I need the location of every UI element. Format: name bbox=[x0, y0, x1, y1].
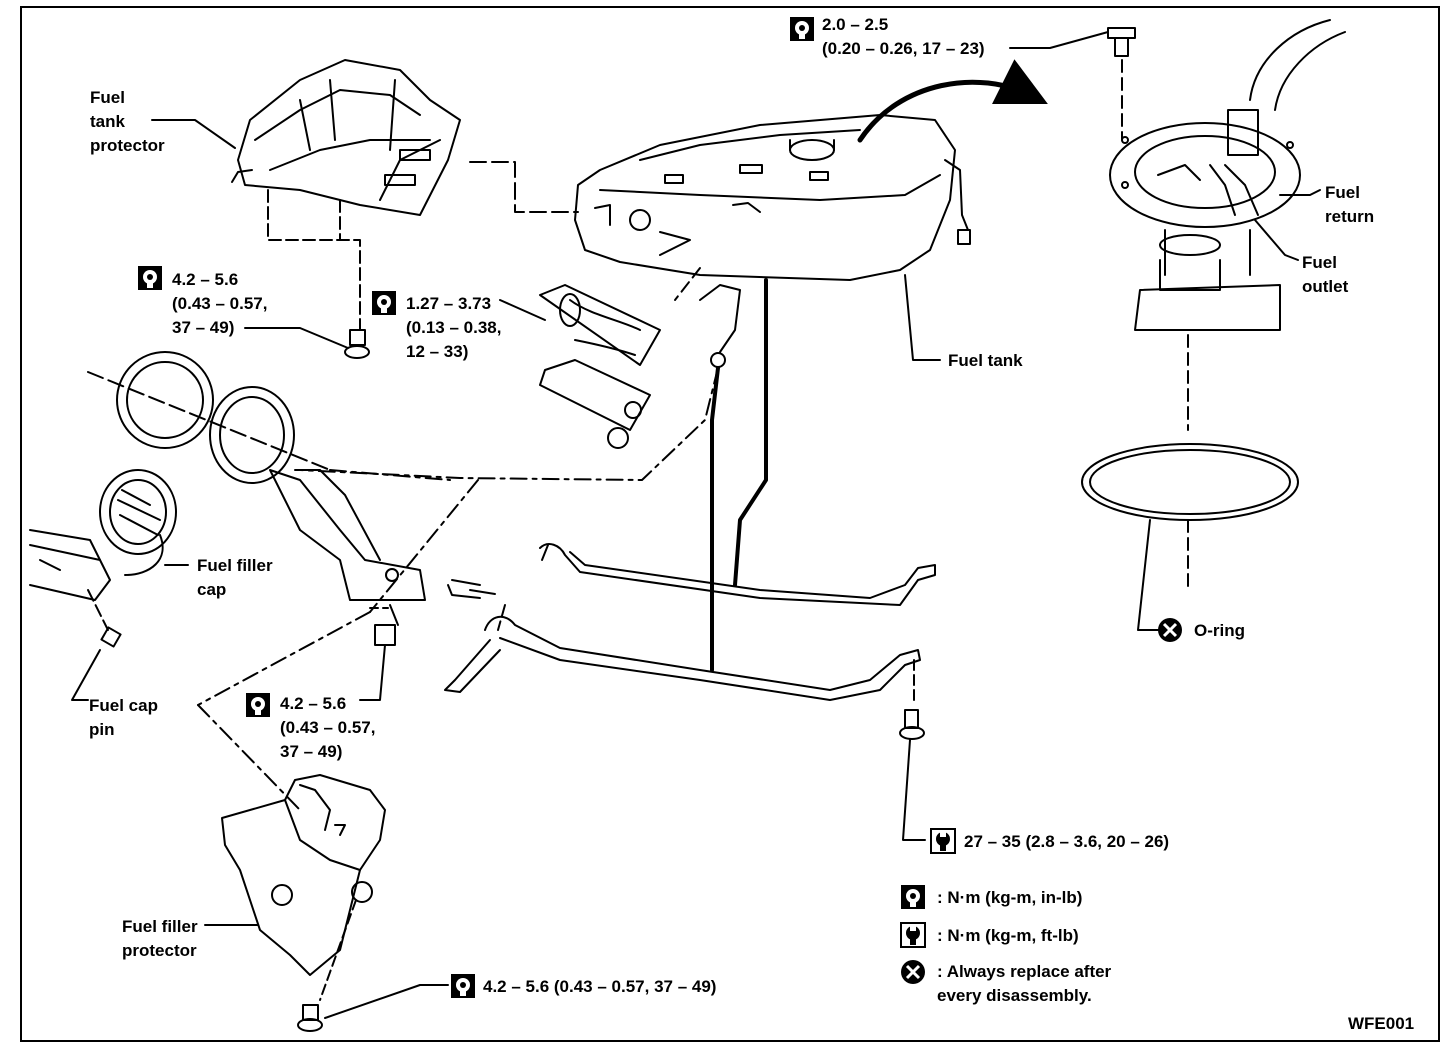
torque-wrench-in-lb-icon bbox=[789, 16, 815, 42]
o-ring-part bbox=[1081, 443, 1299, 521]
tank-strap-rear-part bbox=[539, 543, 936, 606]
always-replace-icon bbox=[1157, 617, 1183, 643]
legend-torque-wrench-in-lb-icon bbox=[900, 884, 926, 910]
torque-wrench-in-lb-icon bbox=[245, 692, 271, 718]
fuel-pump-unit-part bbox=[1109, 19, 1346, 331]
diagram-frame bbox=[20, 6, 1440, 1042]
legend-always-replace: : Always replace after every disassembly… bbox=[937, 962, 1112, 1005]
label-fuel-outlet: Fuel outlet bbox=[1302, 253, 1349, 296]
torque-wrench-ft-lb-icon bbox=[930, 828, 956, 854]
tank-strap-front-part bbox=[484, 615, 921, 701]
torque-spec-strap-bolt: 27 – 35 (2.8 – 3.6, 20 – 26) bbox=[964, 832, 1170, 851]
fuel-tank-protector-part bbox=[231, 59, 461, 216]
torque-spec-hose-clamp: 1.27 – 3.73 (0.13 – 0.38, 12 – 33) bbox=[406, 294, 502, 361]
fuel-filler-protector-part bbox=[221, 774, 386, 976]
bottom-bolt-part bbox=[297, 1004, 323, 1032]
protector-bolt-part bbox=[344, 329, 370, 359]
legend-always-replace-icon bbox=[900, 959, 926, 985]
torque-spec-protector-bolt: 4.2 – 5.6 (0.43 – 0.57, 37 – 49) bbox=[172, 270, 268, 337]
legend-ft-lb: : N·m (kg-m, ft-lb) bbox=[937, 926, 1079, 945]
figure-id: WFE001 bbox=[1348, 1014, 1415, 1033]
legend-in-lb: : N·m (kg-m, in-lb) bbox=[937, 888, 1083, 907]
torque-wrench-in-lb-icon bbox=[137, 265, 163, 291]
label-fuel-tank-protector: Fuel tank protector bbox=[90, 88, 165, 155]
torque-spec-bottom-bolt: 4.2 – 5.6 (0.43 – 0.57, 37 – 49) bbox=[483, 977, 717, 996]
label-o-ring: O-ring bbox=[1194, 621, 1245, 640]
label-fuel-return: Fuel return bbox=[1325, 183, 1375, 226]
fuel-tank-part bbox=[574, 114, 971, 281]
fill-hose-part bbox=[539, 284, 661, 449]
fuel-filler-cap-part bbox=[29, 469, 177, 601]
legend-torque-wrench-ft-lb-icon bbox=[900, 922, 926, 948]
strap-bolt-part bbox=[899, 709, 925, 740]
filler-neck-part bbox=[116, 351, 426, 601]
label-fuel-filler-cap: Fuel filler cap bbox=[197, 556, 273, 599]
label-fuel-tank: Fuel tank bbox=[948, 351, 1023, 370]
torque-wrench-in-lb-icon bbox=[371, 290, 397, 316]
torque-spec-top-screw: 2.0 – 2.5 (0.20 – 0.26, 17 – 23) bbox=[822, 15, 985, 58]
torque-spec-filler-bolt: 4.2 – 5.6 (0.43 – 0.57, 37 – 49) bbox=[280, 694, 376, 761]
label-fuel-cap-pin: Fuel cap pin bbox=[89, 696, 158, 739]
label-fuel-filler-protector: Fuel filler protector bbox=[122, 917, 198, 960]
filler-bolt-part bbox=[374, 604, 399, 646]
top-screw-part bbox=[1107, 27, 1136, 57]
torque-wrench-in-lb-icon bbox=[450, 973, 476, 999]
